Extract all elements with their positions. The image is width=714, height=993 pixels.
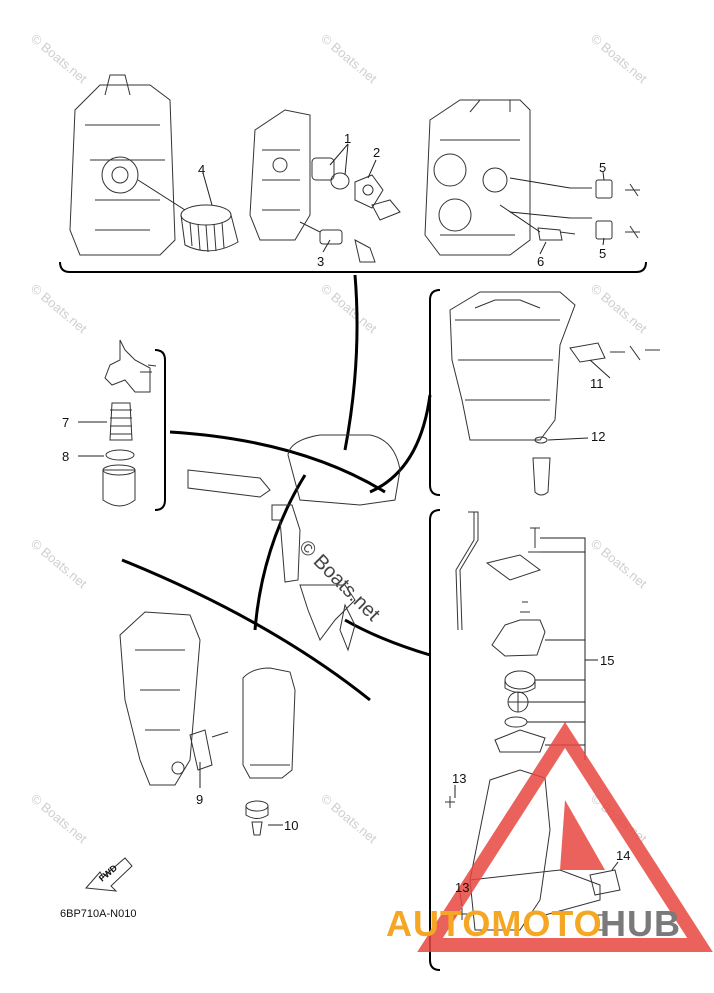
callout-13-upper: 13	[452, 771, 466, 786]
watermark: © Boats.net	[318, 31, 380, 87]
bracket-assembly	[119, 611, 229, 788]
watermark: © Boats.net	[588, 281, 650, 337]
outboard-silhouette	[187, 434, 401, 652]
oil-filter	[137, 172, 239, 253]
watermark: © Boats.net	[318, 281, 380, 337]
logo-text-right: HUB	[600, 903, 681, 944]
callout-5-lower: 5	[599, 246, 606, 261]
automotohub-logo: AUTOMOTO HUB	[386, 722, 713, 952]
callout-15: 15	[600, 653, 614, 668]
watermark: © Boats.net	[28, 791, 90, 847]
callout-3: 3	[317, 254, 324, 269]
callout-5-upper: 5	[599, 160, 606, 175]
callout-12: 12	[591, 429, 605, 444]
fuel-filter	[78, 339, 157, 507]
callout-10: 10	[284, 818, 298, 833]
connector-right-lower	[344, 618, 431, 657]
callout-4: 4	[198, 162, 205, 177]
watermark-layer: © Boats.net © Boats.net © Boats.net © Bo…	[28, 31, 650, 847]
connector-right-upper	[369, 394, 432, 494]
connector-top	[343, 274, 359, 451]
callout-2: 2	[373, 145, 380, 160]
callout-11: 11	[590, 376, 604, 391]
logo-triangle-icon	[417, 722, 713, 952]
callout-7: 7	[62, 415, 69, 430]
watermark: © Boats.net	[28, 536, 90, 592]
cylinder-head	[424, 99, 531, 256]
watermark: © Boats.net	[318, 791, 380, 847]
callout-14: 14	[616, 848, 630, 863]
spark-plug	[499, 204, 576, 255]
fwd-arrow: FWD	[84, 857, 133, 892]
callout-numbers: 1 2 3 4 5 5 6 7 8 9 10 11 12 13 13 14 15	[62, 131, 630, 895]
callout-8: 8	[62, 449, 69, 464]
callout-6: 6	[537, 254, 544, 269]
watermark: © Boats.net	[588, 31, 650, 87]
crankcase-assembly	[69, 74, 176, 256]
top-section-bracket	[59, 261, 647, 273]
connector-bottom-left	[121, 558, 371, 702]
figure-code: 6BP710A-N010	[60, 908, 136, 920]
connector-center	[253, 474, 307, 631]
thermostat-area	[249, 109, 401, 263]
lower-case-assembly	[449, 291, 660, 496]
water-pump-assembly	[455, 511, 598, 760]
right-upper-bracket	[429, 289, 441, 496]
connector-left	[169, 430, 386, 494]
watermark: © Boats.net	[28, 281, 90, 337]
left-section-bracket	[154, 349, 166, 511]
callout-13-lower: 13	[455, 880, 469, 895]
logo-text-left: AUTOMOTO	[386, 903, 603, 944]
anode-set	[509, 171, 640, 246]
watermark: © Boats.net	[588, 536, 650, 592]
center-watermark: © Boats.net	[294, 536, 384, 626]
watermark: © Boats.net	[28, 31, 90, 87]
damper-cylinder	[242, 667, 296, 836]
callout-9: 9	[196, 792, 203, 807]
callout-1: 1	[344, 131, 351, 146]
right-lower-bracket	[429, 509, 441, 971]
